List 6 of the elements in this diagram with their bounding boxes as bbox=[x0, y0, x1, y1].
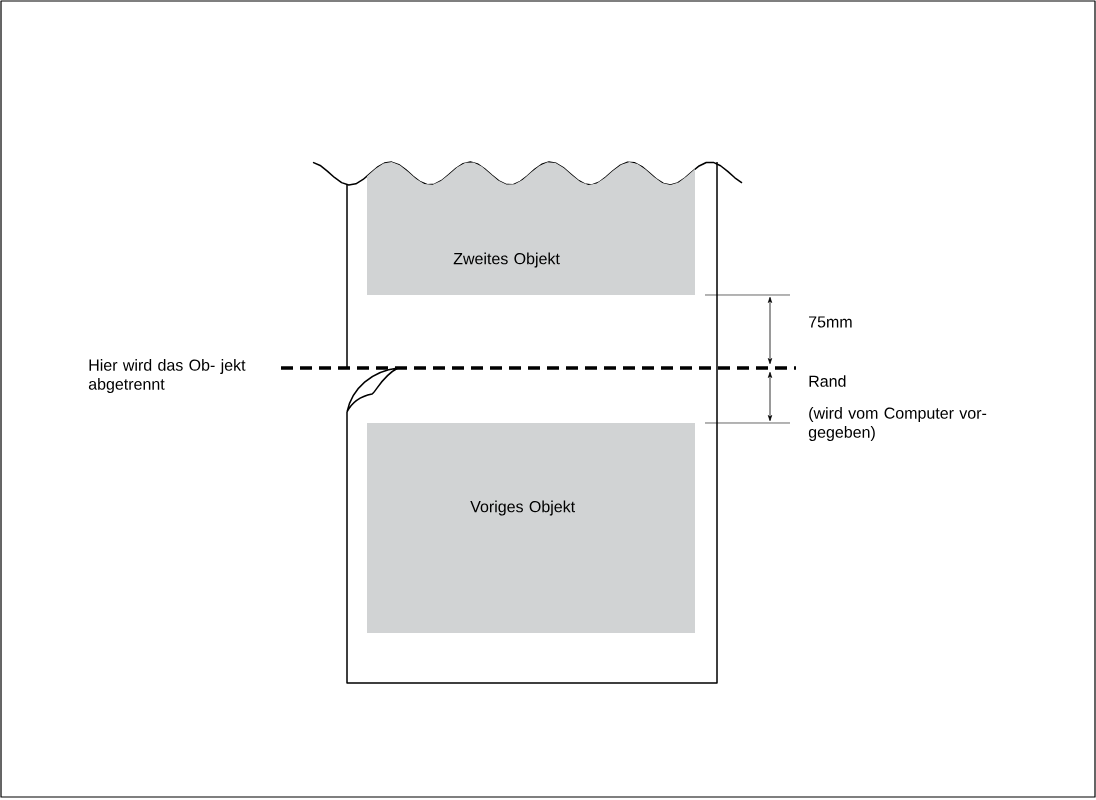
object-box: Zweites Objekt bbox=[367, 162, 695, 295]
dimension-label: 75mm bbox=[809, 316, 852, 328]
note-text: (wird vom Computer vor- gegeben) bbox=[808, 407, 987, 441]
note-text: Hier wird das Ob- jekt abgetrennt bbox=[88, 359, 246, 393]
object-box: Voriges Objekt bbox=[367, 423, 695, 633]
dimension-label: Rand bbox=[809, 375, 846, 387]
